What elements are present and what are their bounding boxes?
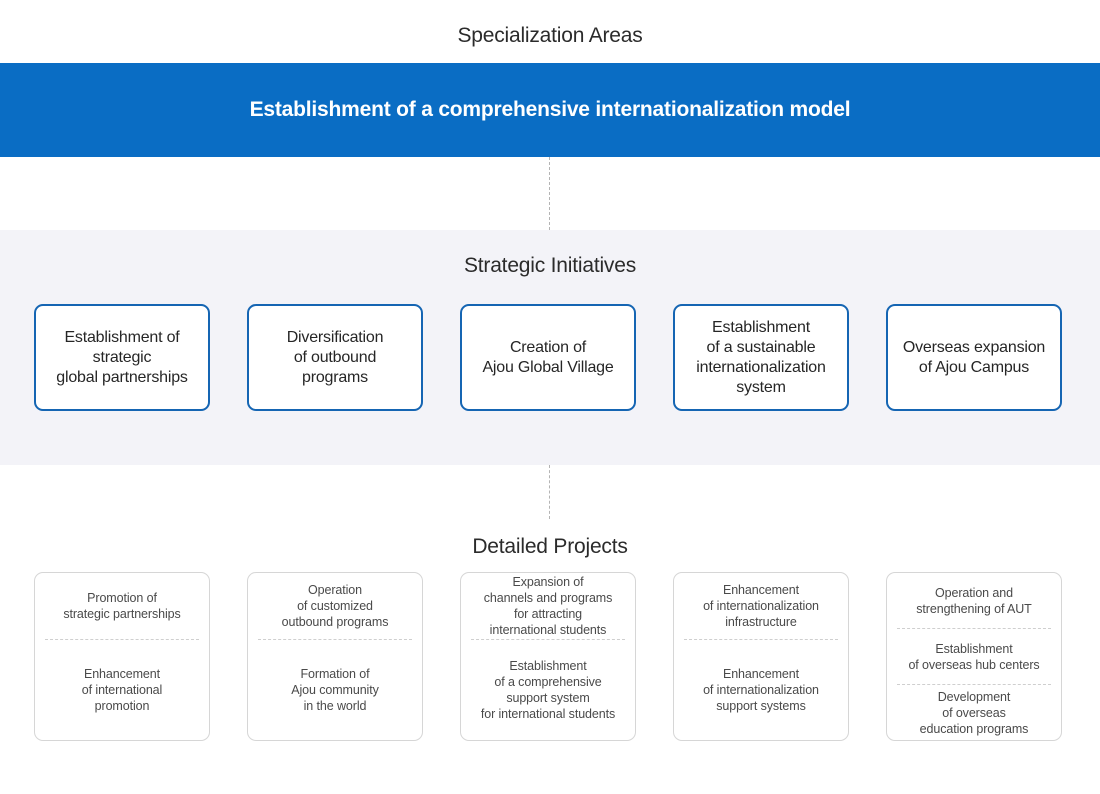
detailed-projects-title: Detailed Projects	[472, 535, 628, 558]
internationalization-model-label: Establishment of a comprehensive interna…	[249, 98, 851, 121]
internationalization-model-banner: Establishment of a comprehensive interna…	[0, 63, 1100, 157]
specialization-areas-title: Specialization Areas	[457, 24, 643, 47]
connector-line-top	[549, 157, 550, 230]
strategic-initiatives-title: Strategic Initiatives	[463, 254, 637, 277]
connector-line-bottom	[549, 465, 550, 519]
